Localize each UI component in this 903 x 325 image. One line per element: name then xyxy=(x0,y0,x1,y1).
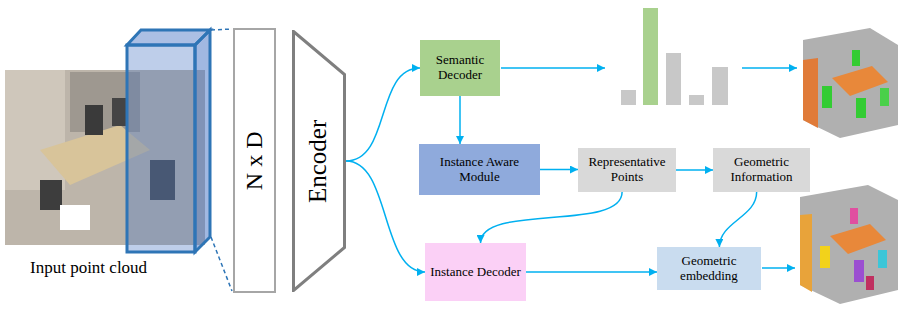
instance-output-image xyxy=(800,185,898,304)
semantic-output-image xyxy=(803,28,898,138)
process-box: Instance Decoder xyxy=(425,243,526,301)
flow-arrow xyxy=(501,67,605,69)
flow-arrow xyxy=(540,169,578,171)
histogram-bar xyxy=(666,53,681,105)
flow-arrow xyxy=(459,96,461,144)
flow-arrow xyxy=(762,267,795,269)
box-label: Semantic Decoder xyxy=(424,53,496,83)
output-chair xyxy=(878,250,887,268)
output-table xyxy=(832,66,888,96)
dashed-link xyxy=(211,237,232,291)
rotated-label: Encoder xyxy=(305,119,334,202)
crop-box-side xyxy=(195,30,210,252)
output-chair xyxy=(822,86,832,108)
scene-chair xyxy=(85,105,103,135)
flow-arrow xyxy=(526,271,657,273)
flow-arrow xyxy=(676,169,713,171)
output-chair xyxy=(856,98,866,118)
scene-wall xyxy=(5,70,65,190)
process-box: Geometric Information xyxy=(713,148,810,192)
output-wall xyxy=(800,214,812,292)
output-chair xyxy=(852,50,860,66)
histogram-bar xyxy=(621,90,636,105)
flow-arrow xyxy=(481,192,623,243)
feature-matrix-box: N x D xyxy=(233,28,276,293)
box-label: Instance Decoder xyxy=(430,265,521,280)
output-cloud xyxy=(803,28,898,138)
histogram-bar xyxy=(712,67,728,105)
encoder-shape xyxy=(294,32,345,291)
crop-box-front xyxy=(127,45,195,252)
process-box: Representative Points xyxy=(578,148,676,192)
output-cloud xyxy=(800,185,898,304)
output-chair xyxy=(866,276,874,290)
output-chair xyxy=(820,246,830,268)
box-label: Geometric embedding xyxy=(661,254,757,284)
output-chair xyxy=(880,88,889,106)
output-chair xyxy=(850,208,858,224)
histogram-bar xyxy=(643,8,658,105)
dashed-link xyxy=(211,29,232,30)
output-chair xyxy=(854,260,864,282)
scene-chair xyxy=(40,180,62,210)
image-caption: Input point cloud xyxy=(30,258,147,278)
class-histogram xyxy=(621,8,728,105)
rotated-label: N x D xyxy=(241,131,269,190)
flow-arrow xyxy=(742,67,797,69)
output-table xyxy=(830,224,886,254)
process-box: Semantic Decoder xyxy=(420,40,500,96)
flow-arrow xyxy=(346,68,420,161)
process-box: Instance Aware Module xyxy=(419,144,540,195)
flow-arrow xyxy=(346,161,425,272)
process-box: Geometric embedding xyxy=(657,247,761,290)
flow-arrow xyxy=(719,192,756,247)
box-label: Instance Aware Module xyxy=(423,155,536,185)
box-label: Geometric Information xyxy=(717,155,806,185)
crop-box xyxy=(127,29,232,291)
histogram-bar xyxy=(689,95,704,105)
scene-gap xyxy=(60,205,90,230)
encoder-trapezoid: Encoder xyxy=(292,30,346,292)
box-label: Representative Points xyxy=(582,155,672,185)
output-wall xyxy=(803,58,818,128)
